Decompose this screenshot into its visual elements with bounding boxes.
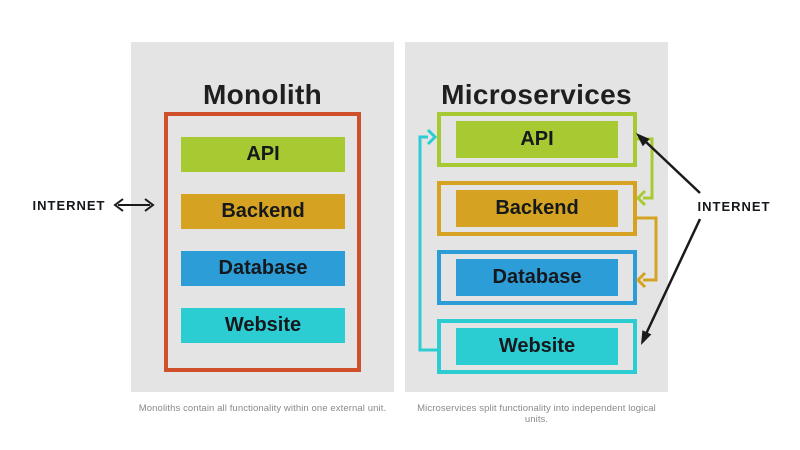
monolith-title: Monolith [202,79,323,111]
monolith-service-website: Website [181,308,345,343]
monolith-service-backend: Backend [181,194,345,229]
microservice-bar-api: API [456,121,618,158]
microservice-bar-database: Database [456,259,618,296]
microservices-caption: Microservices split functionality into i… [417,403,656,425]
monolith-service-database: Database [181,251,345,286]
microservice-box-api: API [437,112,637,167]
internet-label-right: INTERNET [697,199,771,214]
microservice-bar-website: Website [456,328,618,365]
microservice-bar-backend: Backend [456,190,618,227]
microservice-box-database: Database [437,250,637,305]
internet-label-left: INTERNET [32,198,106,213]
monolith-service-api: API [181,137,345,172]
microservice-box-website: Website [437,319,637,374]
microservice-box-backend: Backend [437,181,637,236]
microservices-panel: Microservices API Backend Database Websi… [405,42,668,392]
microservices-title: Microservices [441,79,632,111]
monolith-caption: Monoliths contain all functionality with… [138,403,387,414]
monolith-panel: Monolith API Backend Database Website [131,42,394,392]
monolith-container-box [164,112,361,372]
